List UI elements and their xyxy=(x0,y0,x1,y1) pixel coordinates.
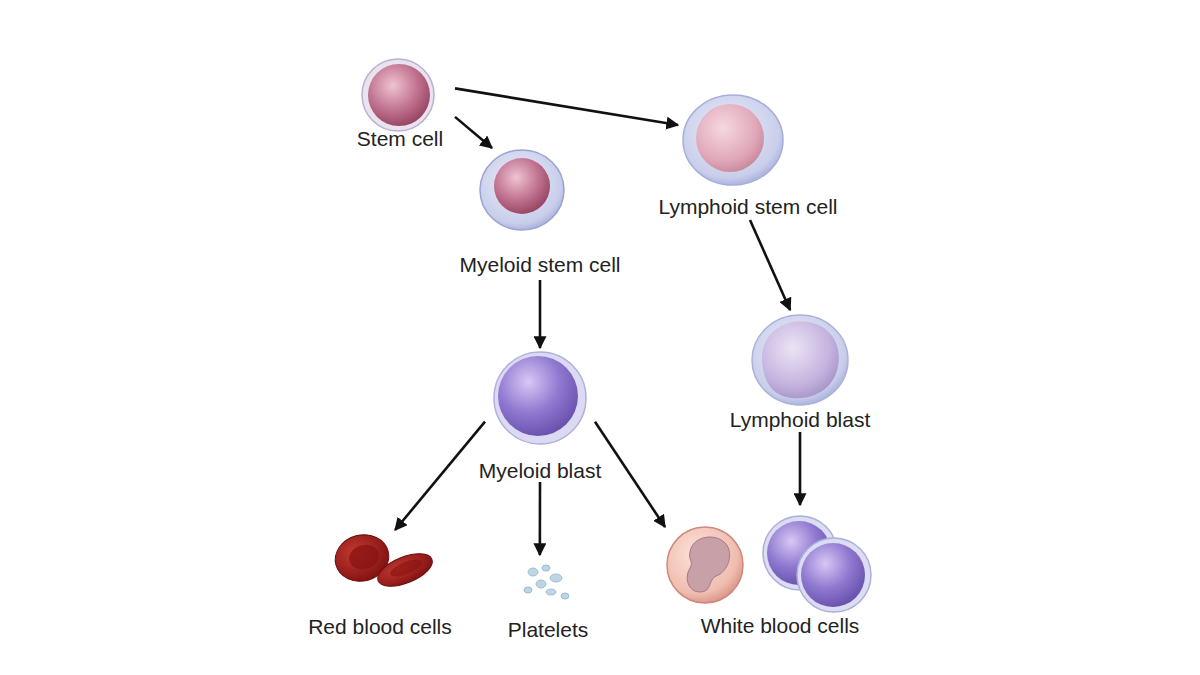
cell-node: Red blood cells xyxy=(330,530,435,640)
platelet xyxy=(528,568,538,576)
cell-label: White blood cells xyxy=(701,614,860,637)
myeloid-blast-drawing xyxy=(494,352,586,444)
cell-nucleus xyxy=(494,158,550,214)
arrow-connector xyxy=(595,422,665,527)
cell-membrane xyxy=(752,315,848,405)
platelets-drawing xyxy=(524,565,569,599)
stem-cell-drawing xyxy=(362,59,434,131)
cell-nucleus xyxy=(801,543,865,607)
cell-node: Lymphoid stem cell xyxy=(678,92,820,220)
cell-nucleus xyxy=(762,321,839,398)
cell-label: Myeloid blast xyxy=(479,459,602,482)
red-blood-cell-drawing xyxy=(330,529,437,593)
cell-membrane xyxy=(494,352,586,444)
cell-membrane xyxy=(480,150,564,230)
arrow-connector xyxy=(799,432,802,505)
cell-nucleus xyxy=(696,104,764,172)
cell-node: White blood cells xyxy=(665,505,875,640)
arrow-connector xyxy=(750,220,790,310)
arrow-connector xyxy=(539,280,542,348)
cell-membrane xyxy=(362,59,434,131)
arrow-connector xyxy=(395,422,485,530)
cell-label: Myeloid stem cell xyxy=(459,253,620,276)
cell-membrane xyxy=(797,538,871,612)
cell-node: Myeloid blast xyxy=(485,348,595,482)
white-blood-cell-drawing xyxy=(667,516,871,612)
cell-nucleus xyxy=(687,537,729,592)
platelet xyxy=(550,574,562,582)
arrow-connector xyxy=(539,482,542,555)
cell-label: Stem cell xyxy=(357,127,443,150)
platelet xyxy=(546,589,556,595)
red-cell-dimple xyxy=(388,556,424,580)
red-cell-disc xyxy=(373,547,437,593)
cell-node: Myeloid stem cell xyxy=(470,148,610,280)
cell-label: Platelets xyxy=(508,618,589,641)
cell-membrane xyxy=(683,95,783,185)
platelet xyxy=(542,565,550,571)
lymphoid-blast-drawing xyxy=(752,315,848,405)
arrow-connector xyxy=(455,88,678,125)
cell-label: Lymphoid blast xyxy=(730,408,870,431)
cell-label: Red blood cells xyxy=(308,615,452,638)
myeloid-stem-cell-drawing xyxy=(480,150,564,230)
cell-node: Platelets xyxy=(505,555,590,642)
cell-node: Stem cell xyxy=(355,58,455,150)
cell-nucleus xyxy=(498,356,578,436)
arrow-connector xyxy=(455,117,492,148)
platelet xyxy=(524,587,532,593)
lymphoid-stem-cell-drawing xyxy=(683,95,783,185)
cell-label: Lymphoid stem cell xyxy=(659,195,838,218)
cell-membrane xyxy=(667,527,743,603)
cell-nucleus xyxy=(368,64,430,126)
platelet xyxy=(536,580,546,588)
red-cell-dimple xyxy=(346,542,381,573)
platelet xyxy=(561,593,569,599)
cell-node: Lymphoid blast xyxy=(745,310,855,432)
